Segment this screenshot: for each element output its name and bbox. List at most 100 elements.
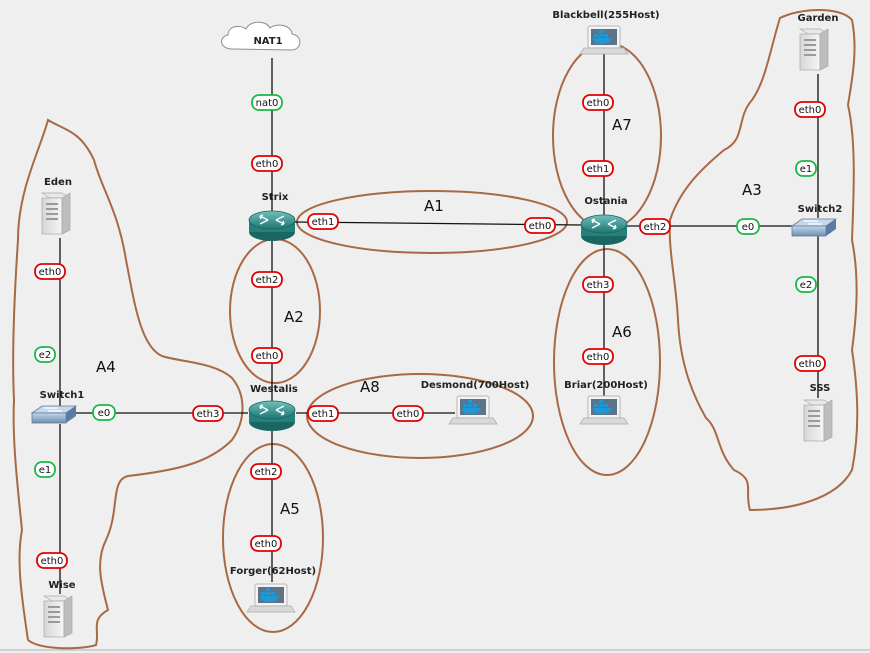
area-a3-outline xyxy=(668,9,859,512)
node-label-forger: Forger(62Host) xyxy=(230,566,316,577)
node-label-sss: SSS xyxy=(810,383,831,394)
port-label: e2 xyxy=(34,346,56,363)
svg-text:eth0: eth0 xyxy=(587,352,610,363)
port-label: eth0 xyxy=(582,348,614,365)
svg-text:nat0: nat0 xyxy=(256,98,279,109)
svg-text:e2: e2 xyxy=(800,280,813,291)
node-label-garden: Garden xyxy=(798,13,839,24)
port-label: e0 xyxy=(736,218,760,235)
svg-text:eth2: eth2 xyxy=(256,275,279,286)
port-label: e1 xyxy=(34,461,56,478)
node-label-switch2: Switch2 xyxy=(798,204,843,215)
forger-host[interactable]: Forger(62Host) xyxy=(230,566,316,613)
server-icon xyxy=(41,192,71,235)
svg-text:eth2: eth2 xyxy=(644,222,667,233)
svg-text:eth3: eth3 xyxy=(197,409,220,420)
server-icon xyxy=(803,399,833,442)
svg-text:eth0: eth0 xyxy=(256,351,279,362)
svg-text:eth0: eth0 xyxy=(397,409,420,420)
port-label: eth1 xyxy=(307,405,339,422)
briar-host[interactable]: Briar(200Host) xyxy=(564,380,648,425)
port-label: eth0 xyxy=(392,405,424,422)
nat1-node[interactable]: NAT1 xyxy=(221,21,301,51)
area-label-a8: A8 xyxy=(360,378,380,396)
area-a6-outline xyxy=(553,248,661,476)
svg-text:eth0: eth0 xyxy=(255,539,278,550)
node-label-eden: Eden xyxy=(44,177,72,188)
router-icon xyxy=(248,210,296,242)
area-a4-outline xyxy=(12,118,244,650)
area-a8-outline xyxy=(306,373,534,459)
router-icon xyxy=(580,214,628,246)
area-label-a4: A4 xyxy=(96,358,116,376)
docker-host-icon xyxy=(448,395,498,425)
svg-text:eth0: eth0 xyxy=(41,556,64,567)
port-label: eth0 xyxy=(36,552,68,569)
svg-text:eth0: eth0 xyxy=(39,267,62,278)
wise-server[interactable]: Wise xyxy=(43,580,76,638)
port-label: eth2 xyxy=(639,218,671,235)
garden-server[interactable]: Garden xyxy=(798,13,839,71)
port-label: eth3 xyxy=(192,405,224,422)
server-icon xyxy=(799,28,829,71)
port-labels: nat0 eth0 eth1 eth0 eth2 eth0 e0 xyxy=(34,94,826,569)
desmond-host[interactable]: Desmond(700Host) xyxy=(421,380,530,425)
port-label: eth0 xyxy=(794,355,826,372)
svg-text:eth1: eth1 xyxy=(587,164,610,175)
svg-text:e2: e2 xyxy=(39,350,52,361)
area-labels: A1 A2 A3 A4 A5 A6 A7 A8 xyxy=(96,116,762,518)
svg-text:eth3: eth3 xyxy=(587,280,610,291)
strix-router[interactable]: Strix xyxy=(248,192,296,242)
area-label-a2: A2 xyxy=(284,308,304,326)
svg-text:eth1: eth1 xyxy=(312,217,335,228)
server-icon xyxy=(43,595,73,638)
cloud-icon xyxy=(221,21,301,51)
port-label: eth1 xyxy=(582,160,614,177)
docker-host-icon xyxy=(579,25,629,55)
svg-text:eth2: eth2 xyxy=(255,467,278,478)
port-label: e0 xyxy=(92,404,116,421)
area-a5-outline xyxy=(222,443,324,633)
port-label: eth3 xyxy=(582,276,614,293)
svg-text:e1: e1 xyxy=(39,465,52,476)
switch2-node[interactable]: Switch2 xyxy=(791,204,843,237)
port-label: eth0 xyxy=(524,217,556,234)
area-label-a1: A1 xyxy=(424,197,444,215)
node-label-briar: Briar(200Host) xyxy=(564,380,648,391)
node-label-strix: Strix xyxy=(262,192,289,203)
node-label-switch1: Switch1 xyxy=(40,390,85,401)
node-label-blackbell: Blackbell(255Host) xyxy=(552,10,659,21)
port-label: eth0 xyxy=(34,263,66,280)
ostania-router[interactable]: Ostania xyxy=(580,196,628,246)
sss-server[interactable]: SSS xyxy=(803,383,833,442)
westalis-router[interactable]: Westalis xyxy=(248,384,298,432)
links xyxy=(59,54,819,594)
docker-host-icon xyxy=(246,583,296,613)
node-label-westalis: Westalis xyxy=(250,384,298,395)
node-label-desmond: Desmond(700Host) xyxy=(421,380,530,391)
port-label: eth2 xyxy=(251,271,283,288)
node-label-nat1: NAT1 xyxy=(253,36,282,47)
area-label-a3: A3 xyxy=(742,181,762,199)
area-label-a5: A5 xyxy=(280,500,300,518)
svg-text:eth0: eth0 xyxy=(529,221,552,232)
port-label: eth0 xyxy=(250,535,282,552)
port-label: e2 xyxy=(795,276,817,293)
node-label-wise: Wise xyxy=(48,580,75,591)
node-label-ostania: Ostania xyxy=(584,196,627,207)
blackbell-host[interactable]: Blackbell(255Host) xyxy=(552,10,660,55)
svg-text:eth1: eth1 xyxy=(312,409,335,420)
switch-icon xyxy=(31,405,77,424)
port-label: eth0 xyxy=(794,101,826,118)
svg-text:eth0: eth0 xyxy=(799,105,822,116)
docker-host-icon xyxy=(579,395,629,425)
svg-text:e0: e0 xyxy=(98,408,111,419)
switch-icon xyxy=(791,218,837,237)
eden-server[interactable]: Eden xyxy=(41,177,72,235)
port-label: eth0 xyxy=(251,347,283,364)
switch1-node[interactable]: Switch1 xyxy=(31,390,85,424)
area-label-a7: A7 xyxy=(612,116,632,134)
svg-text:e0: e0 xyxy=(742,222,755,233)
port-label: e1 xyxy=(795,160,817,177)
